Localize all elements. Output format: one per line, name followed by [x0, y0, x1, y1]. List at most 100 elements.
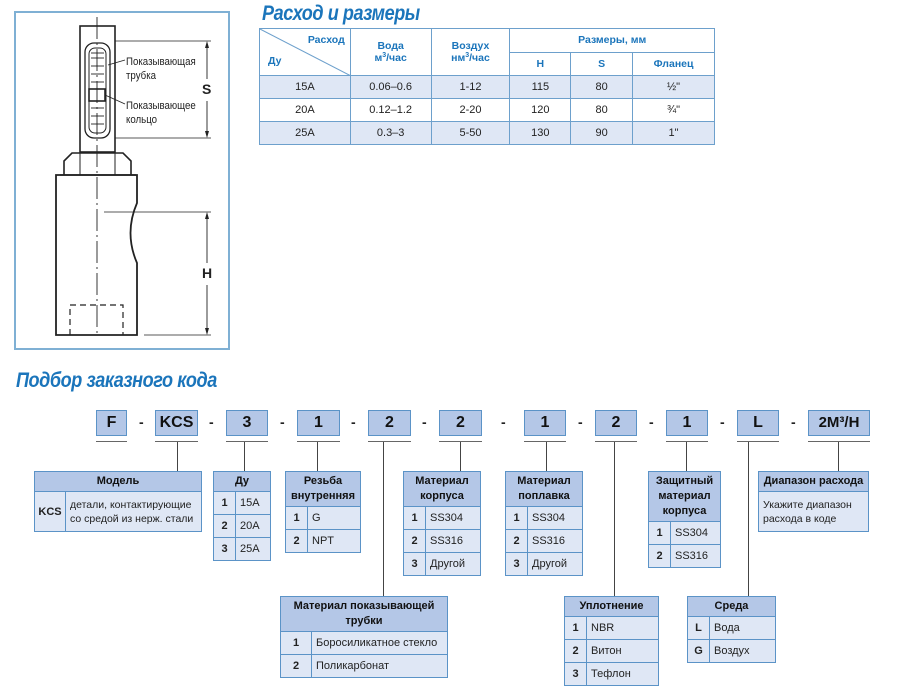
code-segment-protective-material: 1	[666, 410, 708, 436]
connector-seal	[614, 442, 615, 597]
code-separator: -	[139, 414, 144, 430]
du-title: Ду	[213, 471, 271, 492]
col-water: Вода м3/час	[349, 28, 432, 76]
col-air: Воздух нм3/час	[430, 28, 511, 76]
code-underline	[737, 441, 779, 442]
code-underline	[666, 441, 708, 442]
flowmeter-sketch	[55, 17, 211, 336]
code-separator: -	[720, 414, 725, 430]
code-segment-medium: L	[737, 410, 779, 436]
code-separator: -	[351, 414, 356, 430]
connector-protective-material	[686, 442, 687, 472]
code-segment-model: KCS	[155, 410, 198, 436]
code-separator: -	[791, 414, 796, 430]
connector-du	[244, 442, 245, 472]
code-separator: -	[501, 414, 506, 430]
col-dimensions: Размеры, мм	[509, 28, 715, 53]
model-key: KCS	[34, 491, 66, 532]
corner-header: Расход Ду	[259, 28, 351, 76]
code-underline	[595, 441, 637, 442]
connector-body-material	[460, 442, 461, 472]
flow-range-title: Диапазон расхода	[758, 471, 869, 492]
code-separator: -	[209, 414, 214, 430]
dimension-h: H	[202, 265, 213, 281]
code-separator: -	[422, 414, 427, 430]
code-separator: -	[578, 414, 583, 430]
code-segment-float-material: 1	[524, 410, 566, 436]
code-segment-series: F	[96, 410, 127, 436]
code-segment-flow-range: 2M³/H	[808, 410, 870, 436]
model-title: Модель	[34, 471, 202, 492]
tube-body	[79, 25, 116, 153]
col-flange: Фланец	[632, 51, 715, 76]
code-underline	[226, 441, 268, 442]
code-underline	[368, 441, 411, 442]
code-underline	[808, 441, 870, 442]
connector-float-material	[546, 442, 547, 472]
order-section-title: Подбор заказного кода	[16, 369, 217, 392]
col-h: H	[509, 51, 572, 76]
medium-title: Среда	[687, 596, 776, 617]
code-underline	[297, 441, 340, 442]
dimension-s: S	[202, 81, 212, 97]
code-segment-seal: 2	[595, 410, 637, 436]
seal-title: Уплотнение	[564, 596, 659, 617]
code-segment-thread: 1	[297, 410, 340, 436]
code-underline	[439, 441, 482, 442]
code-segment-body-material: 2	[439, 410, 482, 436]
connector-model	[177, 442, 178, 472]
code-underline	[524, 441, 566, 442]
code-separator: -	[649, 414, 654, 430]
connector-flow-range	[838, 442, 839, 472]
connector-medium	[748, 442, 749, 597]
connector-tube-material	[383, 442, 384, 597]
code-separator: -	[280, 414, 285, 430]
flow-dimensions-table: Расход Ду Вода м3/час Воздух нм3/час Раз…	[259, 28, 715, 145]
code-underline	[155, 441, 198, 442]
gauge-window	[84, 42, 111, 139]
code-underline	[96, 441, 127, 442]
flow-section-title: Расход и размеры	[262, 2, 420, 25]
